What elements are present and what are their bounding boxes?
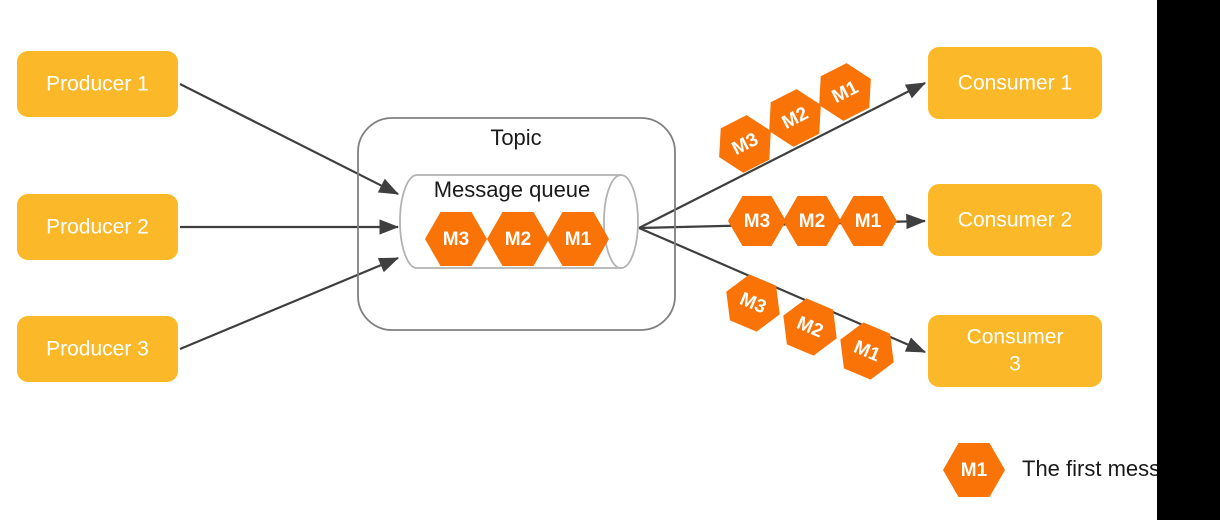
producer-2-label: Producer 2 <box>46 216 149 239</box>
stream3-message-m3[interactable]: M3 <box>717 269 790 338</box>
hexagon-shape[interactable] <box>487 212 549 266</box>
consumer-3[interactable]: Consumer 3 <box>928 315 1102 387</box>
stream2-message-m2[interactable]: M2 <box>783 196 841 246</box>
right-edge-mask <box>1157 0 1220 520</box>
queued-message-m2[interactable]: M2 <box>487 212 549 266</box>
topic-label: Topic <box>490 125 541 150</box>
producer-1-box[interactable] <box>17 51 178 117</box>
producer-2[interactable]: Producer 2 <box>17 194 178 260</box>
queue-cap <box>603 174 622 269</box>
legend-description: The first mess <box>1022 456 1160 481</box>
delivery-stream-consumer-1: M3 M2 M1 <box>708 57 882 180</box>
consumer-2-label: Consumer 2 <box>958 209 1072 232</box>
consumer-2[interactable]: Consumer 2 <box>928 184 1102 256</box>
producer-3[interactable]: Producer 3 <box>17 316 178 382</box>
producer-1[interactable]: Producer 1 <box>17 51 178 117</box>
hexagon-shape[interactable] <box>774 293 847 362</box>
stream2-message-m3[interactable]: M3 <box>728 196 786 246</box>
consumer-3-label-line-1: Consumer <box>967 326 1064 349</box>
hexagon-shape[interactable] <box>808 57 882 128</box>
stream2-message-m1-label: M1 <box>855 211 882 232</box>
consumer-1[interactable]: Consumer 1 <box>928 47 1102 119</box>
stream2-message-m3-label: M3 <box>744 211 770 232</box>
hexagon-shape[interactable] <box>758 83 832 154</box>
queued-message-m1-label: M1 <box>565 229 592 250</box>
delivery-stream-consumer-2: M3 M2 M1 <box>728 196 897 246</box>
consumer-2-box[interactable] <box>928 184 1102 256</box>
delivery-stream-consumer-3: M3 M2 M1 <box>717 269 904 386</box>
stream1-message-m1[interactable]: M1 <box>808 57 882 128</box>
arrow-producer-3-to-topic <box>179 256 400 351</box>
consumer-1-label: Consumer 1 <box>958 72 1072 95</box>
legend-message-swatch: M1 <box>943 443 1005 497</box>
hexagon-shape[interactable] <box>708 109 782 180</box>
hexagon-shape[interactable] <box>839 196 897 246</box>
producer-3-box[interactable] <box>17 316 178 382</box>
hexagon-shape[interactable] <box>831 317 904 386</box>
topic-container[interactable]: Topic <box>357 117 676 331</box>
legend-message-label: M1 <box>961 460 988 481</box>
message-queue-cylinder[interactable]: Message queue M3 M2 M1 <box>399 174 639 269</box>
queued-message-m3[interactable]: M3 <box>425 212 487 266</box>
queued-message-m3-label: M3 <box>443 229 469 250</box>
producer-2-box[interactable] <box>17 194 178 260</box>
producer-3-label: Producer 3 <box>46 338 149 361</box>
hexagon-shape[interactable] <box>547 212 609 266</box>
producer-1-label: Producer 1 <box>46 73 149 96</box>
ingress-arrow-group <box>179 83 400 351</box>
arrow-topic-to-consumer-1 <box>638 82 926 229</box>
hexagon-shape <box>943 443 1005 497</box>
message-queue-label: Message queue <box>434 177 591 202</box>
stream2-message-m2-label: M2 <box>799 211 825 232</box>
hexagon-shape[interactable] <box>728 196 786 246</box>
arrow-producer-1-to-topic <box>179 83 399 195</box>
queued-message-m2-label: M2 <box>505 229 531 250</box>
topic-box[interactable] <box>357 117 676 331</box>
stream3-message-m2[interactable]: M2 <box>774 293 847 362</box>
consumer-3-label-line-2: 3 <box>1009 353 1021 376</box>
stream1-message-m3[interactable]: M3 <box>708 109 782 180</box>
hexagon-shape[interactable] <box>425 212 487 266</box>
stream1-message-m2[interactable]: M2 <box>758 83 832 154</box>
consumer-1-box[interactable] <box>928 47 1102 119</box>
legend: M1 The first mess <box>943 443 1160 497</box>
hexagon-shape[interactable] <box>783 196 841 246</box>
stream2-message-m1[interactable]: M1 <box>839 196 897 246</box>
hexagon-shape[interactable] <box>717 269 790 338</box>
consumer-3-box[interactable] <box>928 315 1102 387</box>
queued-message-m1[interactable]: M1 <box>547 212 609 266</box>
stream3-message-m1[interactable]: M1 <box>831 317 904 386</box>
